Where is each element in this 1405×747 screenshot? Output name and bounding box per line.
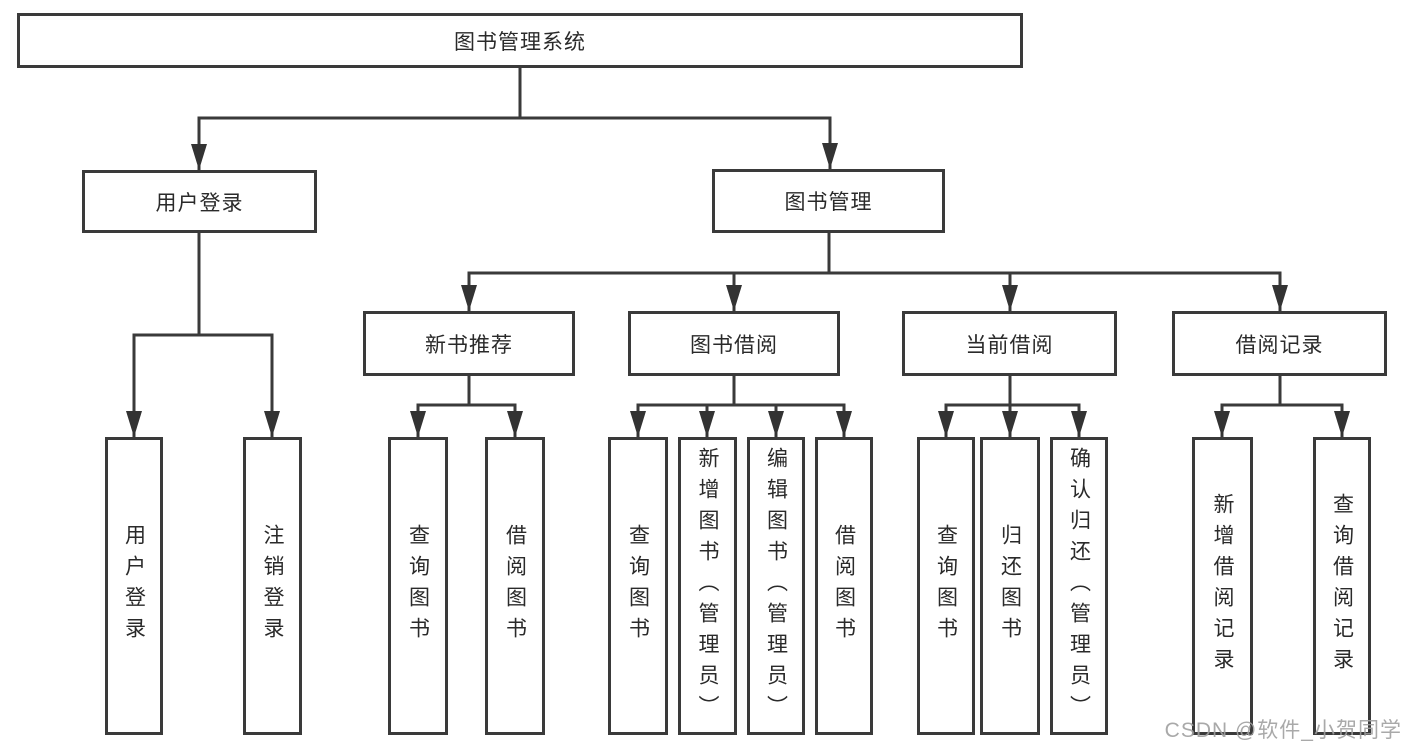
node-borrowing-records: 借阅记录 [1172,311,1387,376]
leaf-label: 用户登录 [122,524,146,648]
watermark: CSDN @软件_小贺同学 [1164,719,1402,742]
leaf-borrow-books-1: 借阅图书 [485,437,545,735]
leaf-label: 借阅图书 [832,524,856,648]
node-label: 当前借阅 [965,333,1054,357]
leaf-label: 注销登录 [261,524,285,648]
leaf-label: 查询图书 [406,524,430,648]
leaf-borrow-books-2: 借阅图书 [815,437,873,735]
leaf-label: 新增借阅记录 [1211,493,1235,679]
leaf-edit-book-admin: 编辑图书（管理员） [747,437,805,735]
node-library-management-system: 图书管理系统 [17,13,1023,68]
leaf-query-books-3: 查询图书 [917,437,975,735]
leaf-query-books-1: 查询图书 [388,437,448,735]
leaf-logout: 注销登录 [243,437,302,735]
leaf-return-books: 归还图书 [980,437,1040,735]
node-label: 用户登录 [155,191,244,215]
leaf-label: 查询借阅记录 [1330,493,1354,679]
leaf-label: 编辑图书（管理员） [764,446,788,726]
leaf-query-borrow-record: 查询借阅记录 [1313,437,1371,735]
node-new-book-recommendation: 新书推荐 [363,311,575,376]
leaf-confirm-return-admin: 确认归还（管理员） [1050,437,1108,735]
leaf-user-login: 用户登录 [105,437,163,735]
leaf-label: 查询图书 [626,524,650,648]
leaf-label: 新增图书（管理员） [696,446,720,726]
leaf-label: 借阅图书 [503,524,527,648]
node-current-borrowing: 当前借阅 [902,311,1117,376]
leaf-query-books-2: 查询图书 [608,437,668,735]
node-label: 图书管理 [784,191,873,214]
leaf-label: 确认归还（管理员） [1067,446,1091,726]
leaf-label: 归还图书 [998,524,1022,648]
leaf-add-borrow-record: 新增借阅记录 [1192,437,1253,735]
leaf-label: 查询图书 [934,524,958,648]
node-book-management: 图书管理 [712,169,945,233]
node-label: 图书借阅 [690,333,778,357]
node-label: 新书推荐 [425,333,513,357]
node-label: 图书管理系统 [454,30,586,54]
node-label: 借阅记录 [1235,333,1324,357]
node-user-login: 用户登录 [82,170,317,233]
leaf-add-book-admin: 新增图书（管理员） [678,437,737,735]
node-book-borrowing: 图书借阅 [628,311,840,376]
